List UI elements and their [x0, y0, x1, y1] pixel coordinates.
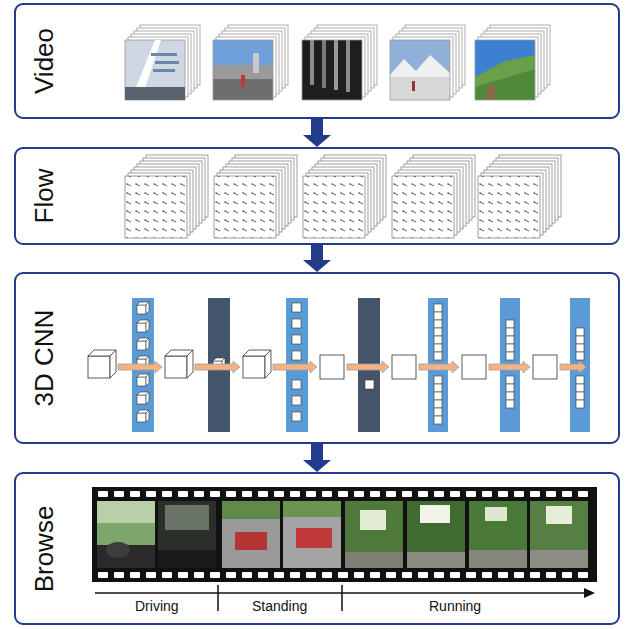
- panel-title: 3D CNN: [31, 310, 57, 407]
- panel-title-holder: Browse: [20, 474, 68, 623]
- cnn-layers: [88, 298, 590, 432]
- flow-arrow: [303, 444, 331, 472]
- panel-title-holder: Flow: [20, 149, 68, 243]
- stage-panel: 3D CNN: [14, 272, 620, 444]
- timeline-label: Standing: [250, 599, 309, 614]
- stage-panel: Browse: [14, 472, 620, 625]
- panel-title-holder: 3D CNN: [20, 274, 68, 442]
- stage-panel: Flow: [14, 147, 620, 245]
- panel-title: Flow: [31, 169, 57, 224]
- video-stacks: [125, 25, 550, 100]
- timeline-label: Running: [427, 599, 483, 614]
- panel-title-holder: Video: [20, 5, 68, 117]
- panel-title: Video: [31, 28, 57, 94]
- stage-panel: Video: [14, 3, 620, 119]
- flow-stacks: [125, 155, 561, 238]
- timeline-label: Driving: [133, 599, 181, 614]
- film-strip: [92, 487, 597, 582]
- panel-title: Browse: [31, 505, 57, 592]
- flow-arrow: [303, 245, 331, 272]
- flow-arrow: [303, 119, 331, 147]
